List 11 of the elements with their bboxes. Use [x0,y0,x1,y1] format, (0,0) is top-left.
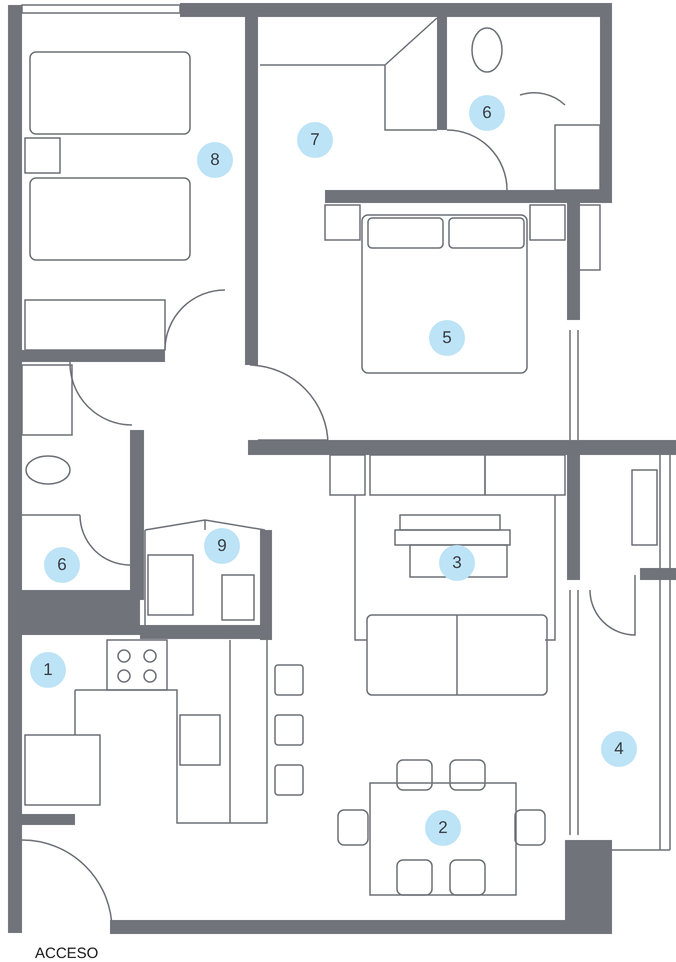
entrance-label: ACCESO [35,945,98,962]
callout-number: 4 [601,731,637,767]
callout-number: 2 [425,810,461,846]
callout-number: 3 [439,545,475,581]
callout-number: 6 [469,95,505,131]
callout-number: 8 [197,142,233,178]
callout-number: 7 [297,122,333,158]
callout-number: 1 [30,652,66,688]
callout-number: 5 [429,320,465,356]
callout-number: 9 [204,528,240,564]
callout-number: 6 [44,547,80,583]
